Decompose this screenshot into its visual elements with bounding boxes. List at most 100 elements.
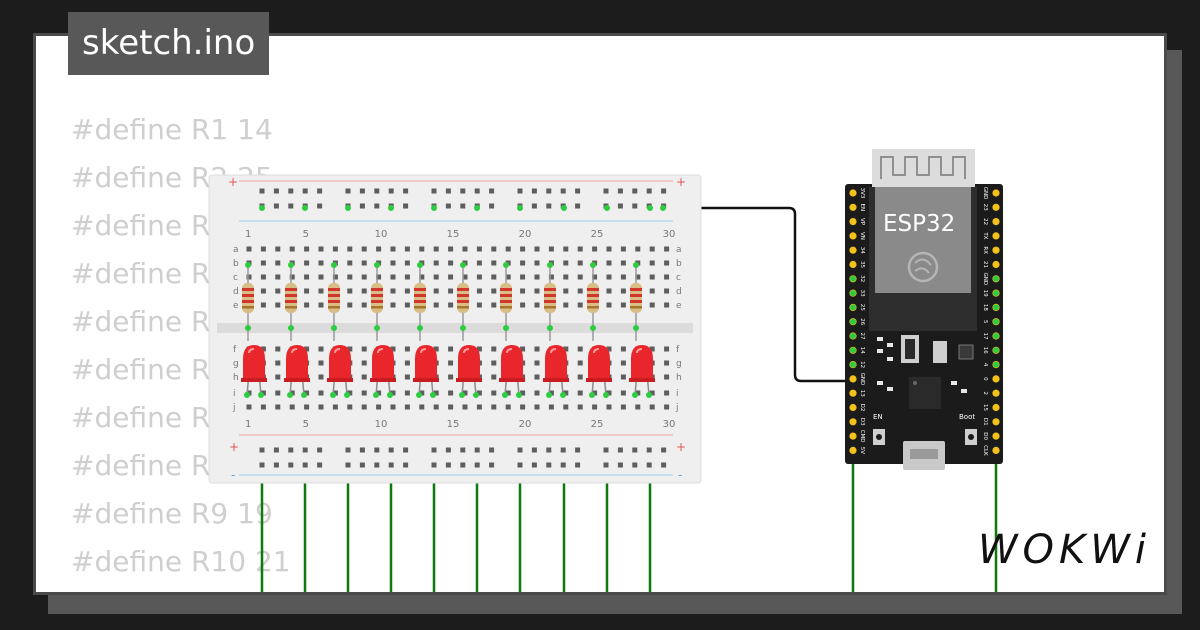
breadboard-hole bbox=[520, 288, 526, 294]
breadboard-hole bbox=[491, 260, 497, 266]
breadboard-hole bbox=[433, 346, 439, 352]
led[interactable] bbox=[243, 345, 265, 381]
file-tab[interactable]: sketch.ino bbox=[68, 12, 270, 75]
led[interactable] bbox=[458, 345, 480, 381]
breadboard-hole bbox=[448, 374, 454, 380]
connection-dot bbox=[632, 392, 638, 398]
led[interactable] bbox=[545, 345, 567, 381]
esp32-pin-left[interactable] bbox=[849, 203, 857, 211]
esp32-pin-right[interactable] bbox=[992, 218, 1000, 226]
breadboard-hole bbox=[563, 274, 569, 280]
rail-hole bbox=[560, 447, 566, 453]
esp32-devkit[interactable]: ESP323V3ENVPVN343532332526271412GND13D2D… bbox=[845, 149, 1003, 470]
esp32-pin-left[interactable] bbox=[849, 446, 857, 454]
esp32-pin-left[interactable] bbox=[849, 232, 857, 240]
esp32-pin-right[interactable] bbox=[992, 375, 1000, 383]
led-rim bbox=[241, 378, 267, 382]
esp32-pin-left[interactable] bbox=[849, 375, 857, 383]
led[interactable] bbox=[588, 345, 610, 381]
boot-button-icon bbox=[968, 434, 974, 440]
esp32-pin-label: 18 bbox=[982, 304, 988, 311]
esp32-pin-left[interactable] bbox=[849, 260, 857, 269]
esp32-pin-right[interactable] bbox=[992, 446, 1000, 454]
breadboard-hole bbox=[577, 360, 583, 366]
esp32-pin-right[interactable] bbox=[992, 189, 1000, 197]
breadboard-hole bbox=[433, 302, 439, 308]
breadboard-hole bbox=[649, 246, 655, 252]
breadboard-hole bbox=[448, 288, 454, 294]
breadboard-hole bbox=[534, 360, 540, 366]
breadboard-hole bbox=[318, 374, 324, 380]
code-line: #define R9 19 bbox=[71, 497, 273, 530]
esp32-pin-left[interactable] bbox=[849, 218, 857, 226]
led[interactable] bbox=[329, 345, 351, 381]
resistor-band bbox=[328, 288, 340, 291]
breadboard-hole bbox=[332, 274, 338, 280]
connection-dot bbox=[301, 392, 307, 398]
esp32-pin-right[interactable] bbox=[992, 203, 1000, 211]
breadboard-hole bbox=[520, 346, 526, 352]
connection-dot bbox=[331, 262, 337, 268]
smd-component bbox=[877, 381, 883, 385]
rail-hole bbox=[345, 188, 351, 194]
esp32-pin-right[interactable] bbox=[992, 389, 1000, 397]
rail-hole bbox=[603, 462, 609, 468]
led[interactable] bbox=[415, 345, 437, 381]
breadboard-hole bbox=[476, 274, 482, 280]
resistor-band bbox=[371, 294, 383, 297]
breadboard-hole bbox=[476, 302, 482, 308]
breadboard-hole bbox=[390, 246, 396, 252]
esp32-pin-right[interactable] bbox=[992, 418, 1000, 426]
breadboard-hole bbox=[433, 274, 439, 280]
resistor-band bbox=[328, 300, 340, 303]
connection-dot bbox=[258, 392, 264, 398]
resistor-band bbox=[457, 294, 469, 297]
connection-dot bbox=[604, 205, 610, 211]
rail-hole bbox=[302, 447, 308, 453]
led[interactable] bbox=[631, 345, 653, 381]
breadboard-hole bbox=[404, 374, 410, 380]
esp32-pin-right[interactable] bbox=[992, 432, 1000, 440]
rail-hole bbox=[646, 462, 652, 468]
led[interactable] bbox=[501, 345, 523, 381]
breadboard-hole bbox=[606, 288, 612, 294]
rail-hole bbox=[632, 462, 638, 468]
esp32-pin-right[interactable] bbox=[992, 403, 1000, 412]
row-letter: a bbox=[676, 245, 682, 255]
en-button-icon bbox=[876, 434, 882, 440]
esp32-pin-right[interactable] bbox=[992, 260, 1000, 269]
esp32-pin-right[interactable] bbox=[992, 232, 1000, 240]
espressif-logo-mark bbox=[914, 258, 932, 274]
rail-hole bbox=[531, 447, 537, 453]
led[interactable] bbox=[372, 345, 394, 381]
rail-hole bbox=[489, 462, 495, 468]
breadboard-hole bbox=[491, 274, 497, 280]
column-number: 5 bbox=[303, 419, 309, 430]
led-rim bbox=[543, 378, 569, 382]
esp32-pin-left[interactable] bbox=[849, 189, 857, 197]
rail-hole bbox=[517, 462, 523, 468]
breadboard-hole bbox=[260, 260, 266, 266]
breadboard-hole bbox=[520, 404, 526, 410]
esp32-pin-left[interactable] bbox=[849, 418, 857, 426]
esp32-pin-left[interactable] bbox=[849, 432, 857, 440]
breadboard-hole bbox=[376, 404, 382, 410]
resistor-band bbox=[285, 288, 297, 291]
row-letter: i bbox=[233, 389, 236, 399]
esp32-pin-label: GND bbox=[982, 272, 988, 285]
esp32-pin-left[interactable] bbox=[849, 389, 857, 397]
esp32-pin-left[interactable] bbox=[849, 403, 857, 412]
breadboard-hole bbox=[635, 274, 641, 280]
esp32-pin-left[interactable] bbox=[849, 246, 857, 254]
breadboard-hole bbox=[505, 404, 511, 410]
connection-dot bbox=[330, 392, 336, 398]
led-rim bbox=[413, 378, 439, 382]
breadboard-hole bbox=[332, 404, 338, 410]
esp32-pin-right[interactable] bbox=[992, 246, 1000, 254]
rail-hole bbox=[431, 188, 437, 194]
breadboard-hole bbox=[275, 404, 281, 410]
led[interactable] bbox=[286, 345, 308, 381]
connection-dot bbox=[633, 325, 639, 331]
breadboard-hole bbox=[419, 390, 425, 396]
rail-plus-label: + bbox=[228, 175, 238, 189]
